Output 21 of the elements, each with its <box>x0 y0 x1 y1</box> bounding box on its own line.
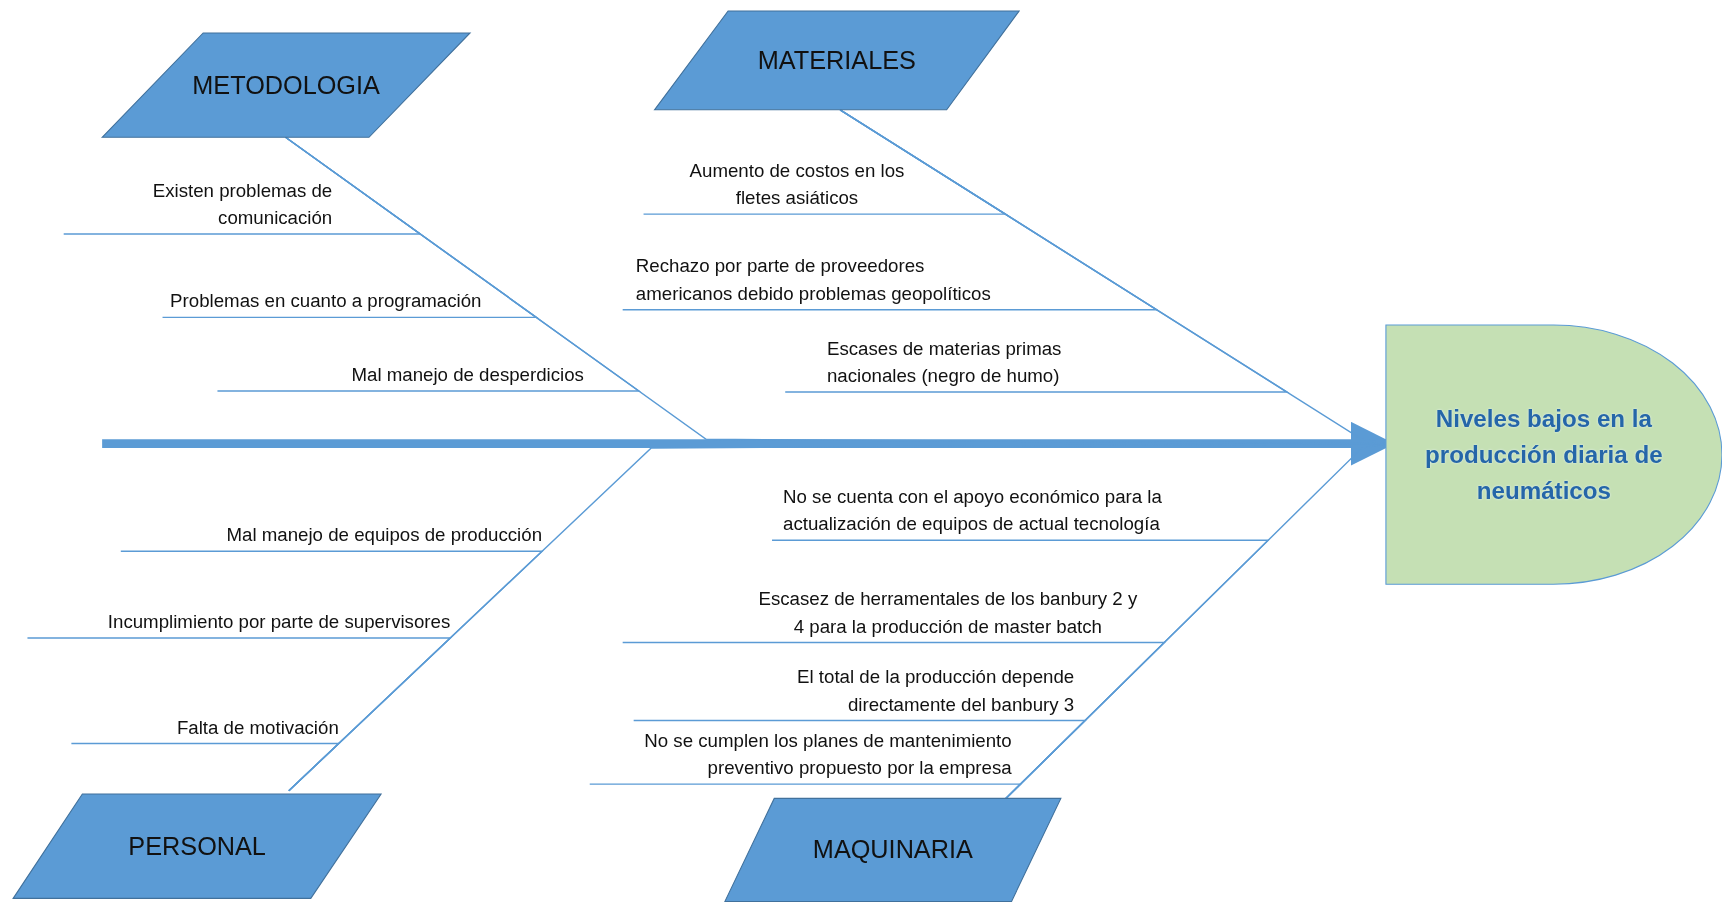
cause-text: Falta de motivación <box>174 713 339 744</box>
category-label: METODOLOGIA <box>192 70 380 100</box>
cause-line <box>70 742 341 792</box>
cause-text: El total de la producción depende directamente del banbury 3 <box>794 663 1075 721</box>
cause-text: No se cumplen los planes de mantenimiento preventivo propuesto por la empresa <box>641 727 1012 785</box>
cause-text: Existen problemas de comunicación <box>149 176 333 234</box>
cause-text: Mal manejo de equipos de producción <box>223 521 543 552</box>
cause-line <box>216 136 642 392</box>
cause-text: Mal manejo de desperdicios <box>348 361 584 391</box>
cause-text: Incumplimiento por parte de supervisores <box>105 608 451 639</box>
cause-text: Aumento de costos en los fletes asiáticos <box>688 157 906 215</box>
cause-text: No se cuenta con el apoyo económico para la actualización de equipos de actual tecnología <box>783 483 1165 541</box>
cause-text: Problemas en cuanto a programación <box>167 287 482 318</box>
effect-label: Niveles bajos en la producción diaria de neumáticos <box>1424 403 1664 507</box>
category-label: PERSONAL <box>128 831 266 861</box>
cause-text: Escasez de herramentales de los banbury 2 y 4 para la producción de master batch <box>757 585 1139 643</box>
cause-text: Rechazo por parte de proveedores americanos debido problemas geopolíticos <box>635 252 994 310</box>
category-label: MATERIALES <box>757 45 916 76</box>
category-label: MAQUINARIA <box>812 835 973 865</box>
cause-line <box>784 109 1290 393</box>
cause-text: Escases de materias primas nacionales (negro de humo) <box>826 334 1065 393</box>
